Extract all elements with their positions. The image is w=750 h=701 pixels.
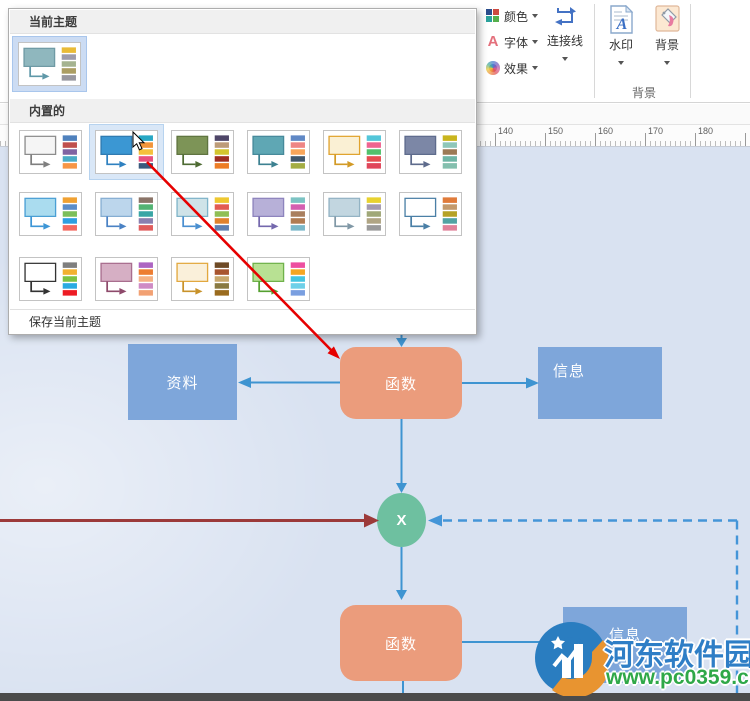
builtin-theme-thumbnail-4[interactable]: [247, 130, 310, 174]
builtin-theme-thumbnail-9[interactable]: [171, 192, 234, 236]
flow-node-label: X: [396, 511, 407, 529]
theme-dropdown-panel: 当前主题 内置的 保存当前主题: [8, 8, 477, 335]
flow-node-x[interactable]: X: [377, 493, 426, 547]
ribbon-group-label-background: 背景: [631, 86, 656, 100]
font-icon: A: [487, 33, 499, 50]
effect-icon: [486, 61, 500, 75]
builtin-theme-thumbnail-10[interactable]: [247, 192, 310, 236]
connector-button[interactable]: 连接线: [538, 4, 592, 61]
watermark-icon: A: [609, 5, 633, 34]
flow-node-data[interactable]: 资料: [128, 344, 237, 420]
builtin-theme-thumbnail-2[interactable]: [95, 130, 158, 174]
window-bottom-edge: [0, 693, 750, 701]
color-button-label: 颜色: [504, 9, 529, 24]
ruler-tick-label: 180: [698, 126, 714, 136]
color-grid-icon: [486, 9, 500, 23]
color-button[interactable]: 颜色: [486, 6, 539, 26]
connector-button-label: 连接线: [546, 34, 583, 48]
builtin-section-header: 内置的: [10, 99, 475, 123]
effect-button-label: 效果: [504, 61, 529, 76]
flow-node-label: 信息: [553, 363, 586, 380]
current-theme-section-header: 当前主题: [10, 10, 475, 34]
flow-node-label: 资料: [166, 374, 199, 392]
ruler-tick-label: 170: [648, 126, 664, 136]
flow-node-function-top[interactable]: 函数: [340, 347, 462, 419]
ruler-tick-label: 140: [498, 126, 514, 136]
background-icon: [654, 5, 680, 32]
builtin-theme-thumbnail-11[interactable]: [323, 192, 386, 236]
effect-button[interactable]: 效果: [486, 58, 539, 78]
connector-icon: [555, 7, 576, 26]
chevron-down-icon: [664, 61, 670, 65]
flow-node-info-bottom[interactable]: 信息: [563, 607, 687, 683]
chevron-down-icon: [618, 61, 624, 65]
builtin-theme-thumbnail-5[interactable]: [323, 130, 386, 174]
ribbon-separator: [690, 4, 691, 98]
save-current-theme-item[interactable]: 保存当前主题: [10, 309, 475, 333]
current-theme-thumbnail[interactable]: [18, 42, 81, 86]
builtin-theme-thumbnail-8[interactable]: [95, 192, 158, 236]
font-button-label: 字体: [504, 35, 529, 50]
chevron-down-icon: [532, 66, 539, 70]
ribbon-separator: [594, 4, 595, 98]
builtin-theme-thumbnail-14[interactable]: [95, 257, 158, 301]
builtin-theme-thumbnail-7[interactable]: [19, 192, 82, 236]
chevron-down-icon: [532, 14, 539, 18]
flow-node-label: 函数: [384, 635, 417, 653]
flow-node-info-top[interactable]: 信息: [538, 347, 662, 419]
ruler-tick-label: 160: [598, 126, 614, 136]
background-button[interactable]: 背景: [646, 5, 688, 65]
svg-text:A: A: [615, 16, 627, 33]
watermark-button[interactable]: A 水印: [600, 5, 642, 65]
ruler-tick-label: 150: [548, 126, 564, 136]
builtin-theme-thumbnail-13[interactable]: [19, 257, 82, 301]
builtin-theme-thumbnail-3[interactable]: [171, 130, 234, 174]
builtin-theme-thumbnail-6[interactable]: [399, 130, 462, 174]
builtin-theme-thumbnail-15[interactable]: [171, 257, 234, 301]
chevron-down-icon: [562, 57, 568, 61]
flow-node-function-bottom[interactable]: 函数: [340, 605, 462, 681]
flow-node-label: 信息: [608, 627, 641, 644]
builtin-theme-thumbnail-16[interactable]: [247, 257, 310, 301]
builtin-theme-thumbnail-12[interactable]: [399, 192, 462, 236]
watermark-button-label: 水印: [608, 38, 633, 52]
builtin-theme-thumbnail-1[interactable]: [19, 130, 82, 174]
flow-node-label: 函数: [384, 375, 417, 393]
background-button-label: 背景: [654, 38, 679, 52]
ruler-numbers: 140 150 160 170 180: [0, 124, 750, 147]
chevron-down-icon: [532, 40, 539, 44]
font-button[interactable]: A 字体: [486, 32, 539, 52]
